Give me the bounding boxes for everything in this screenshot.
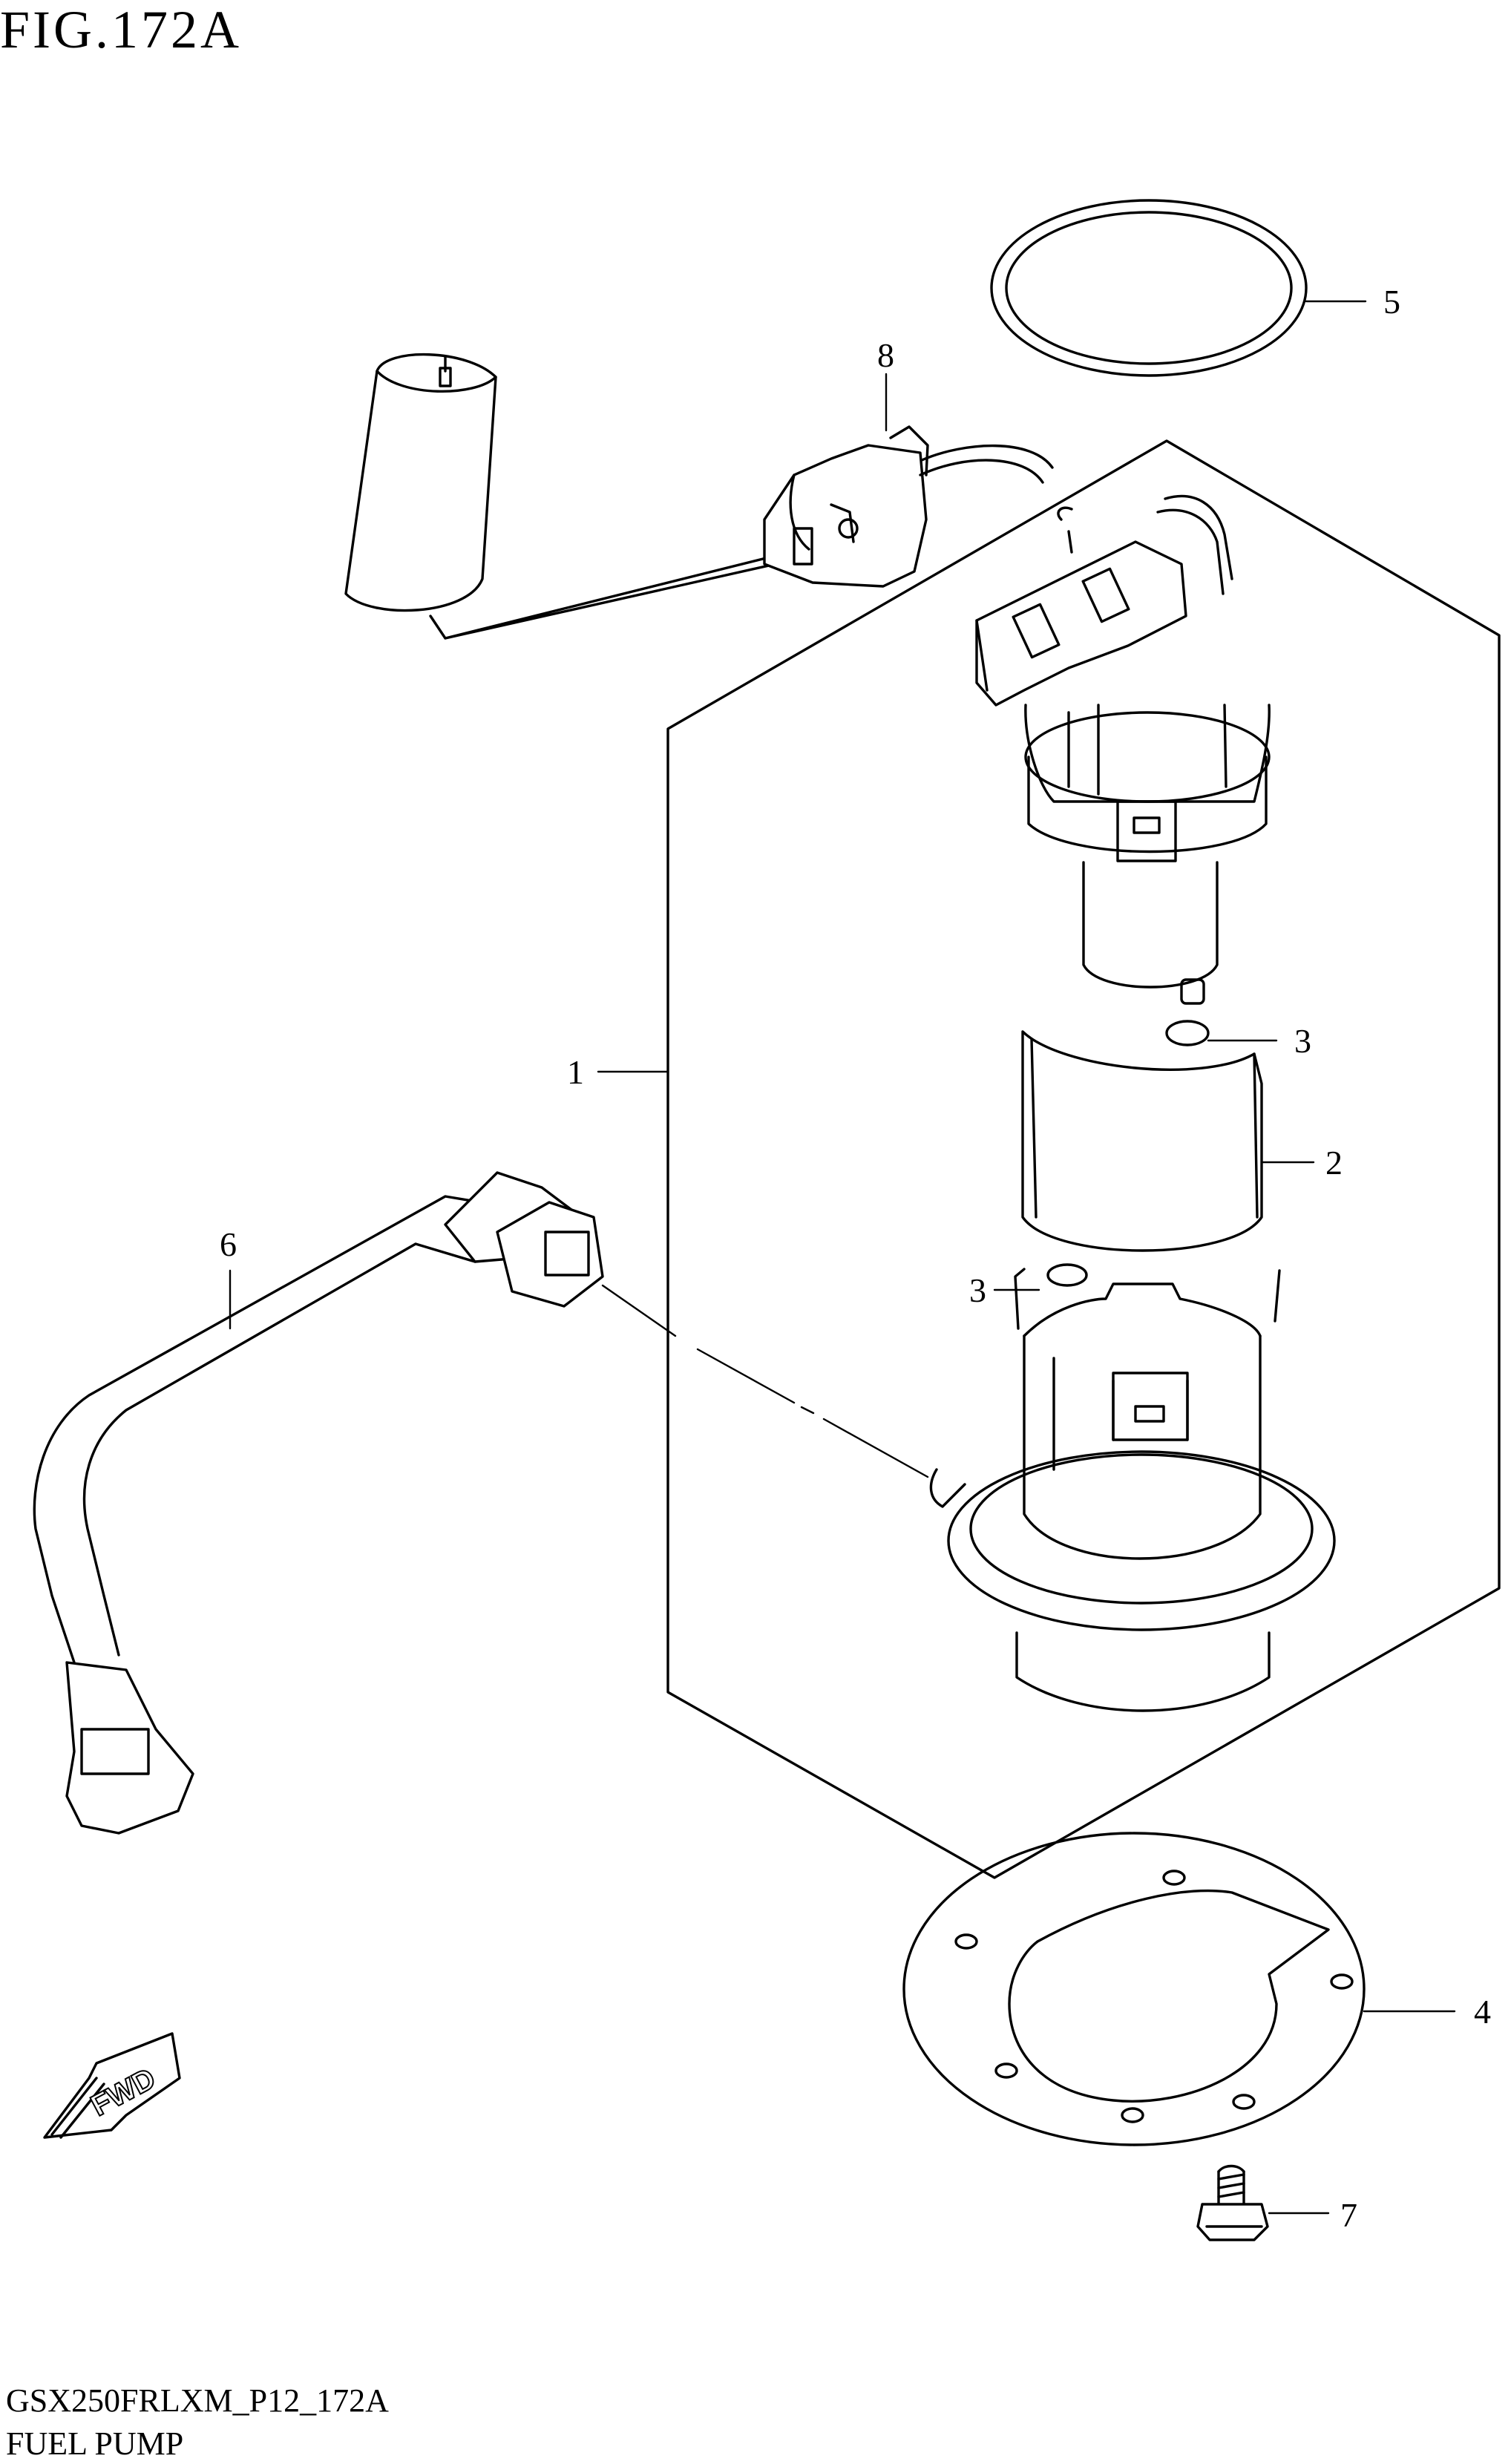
callout-3-upper: 3 — [1294, 1022, 1311, 1060]
part-2-filter-cover[interactable] — [1021, 1030, 1263, 1252]
sender-float — [344, 353, 497, 612]
figure-title: FIG.172A — [0, 0, 243, 59]
callout-6: 6 — [220, 1225, 237, 1263]
part-3-o-ring-lower[interactable] — [1046, 1263, 1088, 1287]
callout-7: 7 — [1340, 2196, 1357, 2234]
callout-2: 2 — [1325, 1144, 1343, 1182]
callout-1: 1 — [567, 1053, 584, 1091]
pump-wiring-connector — [975, 494, 1233, 707]
part-3-o-ring-upper[interactable] — [1165, 1020, 1210, 1046]
pump-head — [1024, 704, 1271, 862]
part-4-gasket-plate[interactable] — [902, 1832, 1366, 2146]
hose-end-connector — [65, 1661, 194, 1835]
pump-motor — [1082, 861, 1219, 1005]
fuel-pump-base[interactable] — [929, 1268, 1336, 1712]
diagram-name: FUEL PUMP — [6, 2425, 184, 2462]
callout-4: 4 — [1474, 1993, 1491, 2031]
fwd-direction-arrow: FWD — [43, 2032, 181, 2139]
part-7-bolt[interactable] — [1196, 2164, 1269, 2241]
part-8-fuel-level-sender[interactable] — [344, 353, 1054, 640]
assembly-boundary — [666, 439, 1501, 1879]
gasket-bolt-holes — [954, 1870, 1354, 2123]
leader-lines — [229, 300, 1456, 2215]
part-5-gasket-ring[interactable] — [990, 199, 1308, 377]
callout-3-lower: 3 — [969, 1271, 986, 1309]
hose-elbow-connector — [444, 1171, 604, 1308]
part-6-fuel-hose[interactable] — [33, 1171, 604, 1835]
float-arm — [429, 555, 777, 640]
fuel-pump-upper[interactable] — [975, 494, 1271, 1005]
sender-unit-body — [763, 425, 1054, 588]
diagram-code: GSX250FRLXM_P12_172A — [6, 2382, 389, 2419]
callout-8: 8 — [877, 336, 894, 374]
callout-5: 5 — [1383, 283, 1400, 321]
hose-connection-leader — [601, 1284, 929, 1478]
